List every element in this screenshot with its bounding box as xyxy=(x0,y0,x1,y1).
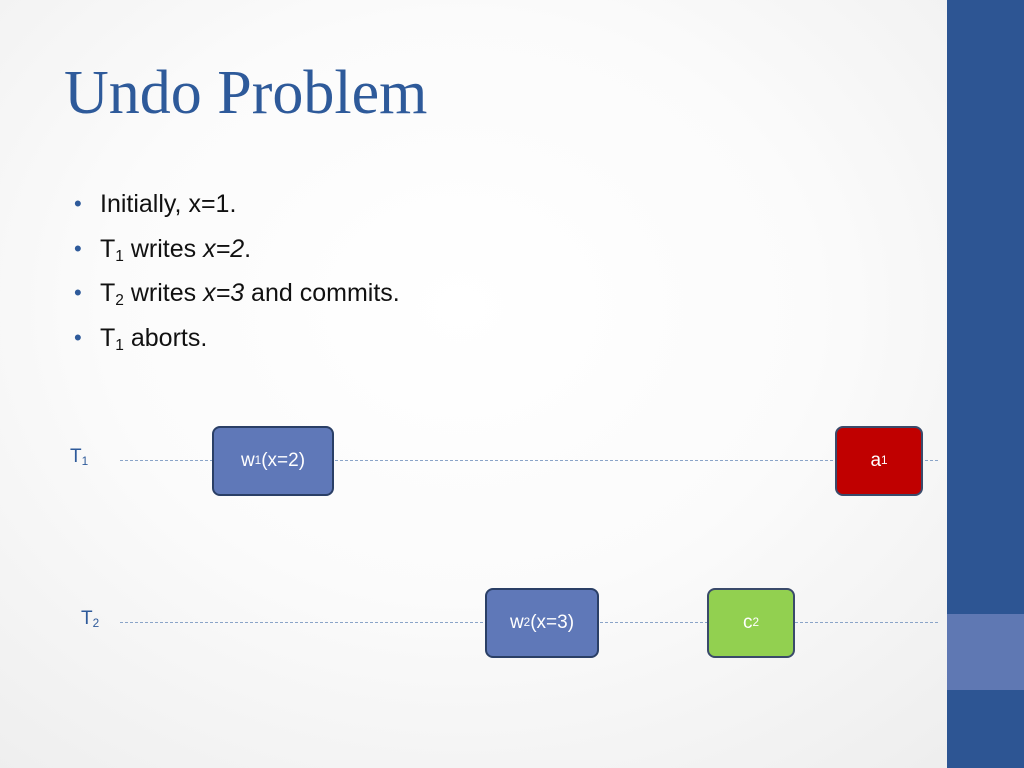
bullet-text: writes xyxy=(123,234,204,263)
bullet-item: • Initially, x=1. xyxy=(74,186,400,231)
t1-label: T1 xyxy=(70,446,89,468)
italic-text: x=2 xyxy=(203,234,245,263)
italic-text: x=3 xyxy=(203,279,245,307)
t1-timeline xyxy=(120,460,938,461)
t2-label: T2 xyxy=(81,608,100,630)
bullet-item: • T1 aborts. xyxy=(74,320,400,365)
bullet-dot: • xyxy=(74,235,82,261)
slide-title: Undo Problem xyxy=(64,59,428,127)
bullet-text: aborts. xyxy=(123,323,208,352)
bullet-dot: • xyxy=(74,280,82,305)
bullet-text: Initially, x=1. xyxy=(100,190,237,218)
subscript: 2 xyxy=(115,291,124,309)
subscript: 1 xyxy=(115,336,124,354)
bullet-item: • T2 writes x=3 and commits. xyxy=(74,275,400,320)
bullet-text: and commits. xyxy=(244,279,400,307)
bullet-text: T xyxy=(100,234,116,263)
bullet-dot: • xyxy=(74,191,82,216)
bullet-list: •Initially, x=1.•T1 writes x=2.•T2 write… xyxy=(74,186,400,364)
bullet-text: writes xyxy=(123,279,204,307)
bullet-item: • T1 writes x=2. xyxy=(74,231,400,276)
bullet-text: . xyxy=(244,234,252,263)
bullet-text: T xyxy=(100,323,116,352)
side-accent-block xyxy=(947,614,1024,690)
bullet-dot: • xyxy=(74,324,82,350)
subscript: 1 xyxy=(115,247,124,265)
bullet-text: T xyxy=(100,279,116,307)
